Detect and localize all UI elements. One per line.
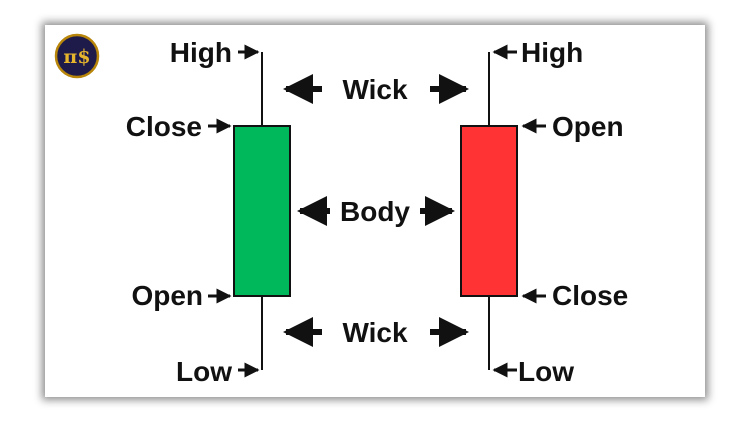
diagram-card <box>45 25 705 397</box>
bearish-low-label: Low <box>518 356 574 387</box>
bullish-body <box>233 125 291 297</box>
bearish-high-label: High <box>521 37 583 68</box>
logo-text: π$ <box>63 46 90 68</box>
bearish-open-label: Open <box>552 111 624 142</box>
bullish-low-label: Low <box>176 356 232 387</box>
lower-wick-callout: Wick <box>283 317 469 348</box>
body-callout: Body <box>297 196 455 227</box>
bearish-close-label: Close <box>552 280 628 311</box>
bearish-body <box>460 125 518 297</box>
logo: π$ <box>54 33 100 79</box>
bullish-high-label: High <box>170 37 232 68</box>
bullish-candle <box>233 52 291 370</box>
body-label: Body <box>340 196 410 227</box>
bearish-candle <box>460 52 518 370</box>
lower-wick-label: Wick <box>342 317 408 348</box>
upper-wick-label: Wick <box>342 74 408 105</box>
bullish-close-label: Close <box>126 111 202 142</box>
logo-badge-icon <box>54 33 100 79</box>
upper-wick-callout: Wick <box>283 74 469 105</box>
bullish-open-label: Open <box>131 280 203 311</box>
